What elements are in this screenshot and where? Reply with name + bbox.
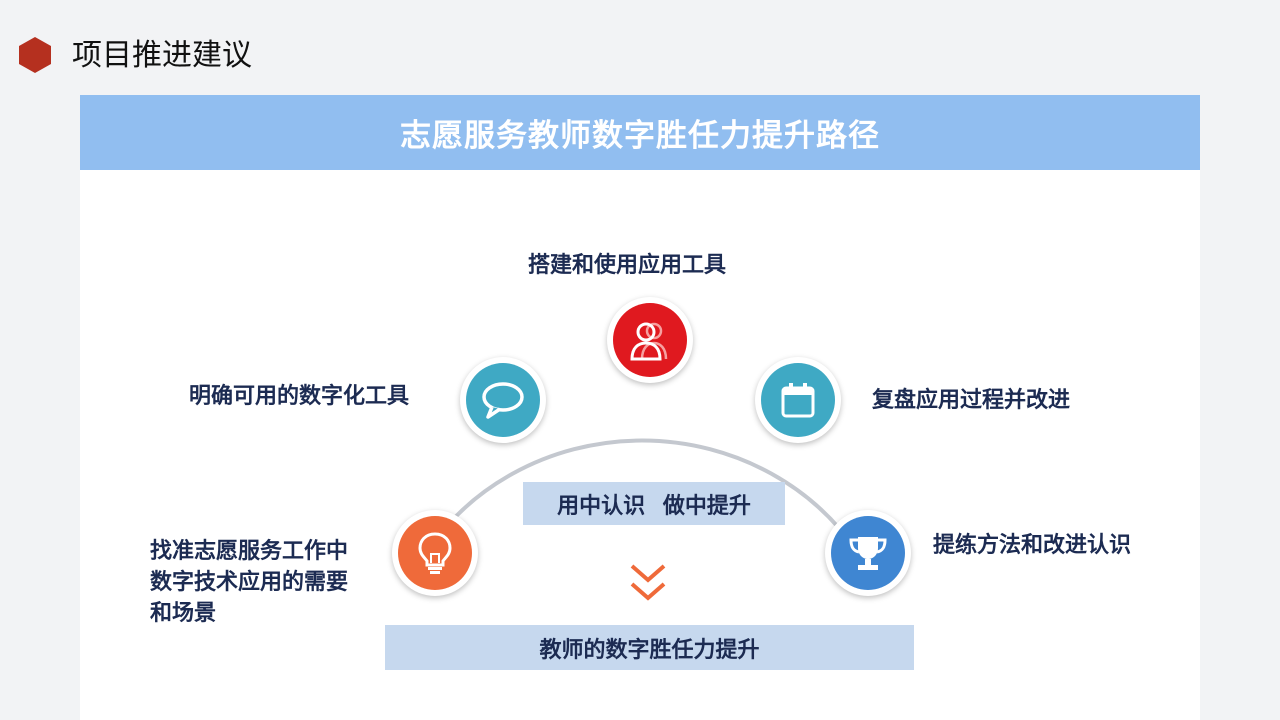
node-trophy: [825, 510, 911, 596]
lightbulb-icon: [418, 532, 452, 574]
node-label-build: 搭建和使用应用工具: [528, 253, 727, 278]
speech-bubble-icon: [482, 382, 524, 419]
node-lightbulb: [392, 510, 478, 596]
node-label-scenarios: 找准志愿服务工作中 数字技术应用的需要 和场景: [150, 539, 349, 626]
result-box: 教师的数字胜任力提升: [385, 625, 914, 670]
user-group-icon: [630, 322, 668, 361]
node-label-tools: 明确可用的数字化工具: [189, 384, 410, 409]
node-label-review: 复盘应用过程并改进: [872, 388, 1071, 413]
node-users: [607, 297, 693, 383]
center-motto: 用中认识 做中提升: [523, 482, 785, 525]
node-calendar: [755, 357, 841, 443]
double-chevron-down-icon: [630, 564, 666, 601]
node-label-refine: 提练方法和改进认识: [933, 533, 1132, 558]
banner: 志愿服务教师数字胜任力提升路径: [80, 95, 1200, 170]
path-arc: [426, 438, 858, 552]
page-title: 项目推进建议: [72, 38, 252, 73]
trophy-icon: [849, 537, 887, 570]
calendar-icon: [781, 383, 815, 418]
banner-title: 志愿服务教师数字胜任力提升路径: [400, 118, 880, 154]
hexagon-icon: [19, 37, 51, 73]
node-speech: [460, 357, 546, 443]
content-card: 志愿服务教师数字胜任力提升路径 找准志愿服务工作中 数字技术应用的需要 和场景 …: [80, 95, 1200, 720]
